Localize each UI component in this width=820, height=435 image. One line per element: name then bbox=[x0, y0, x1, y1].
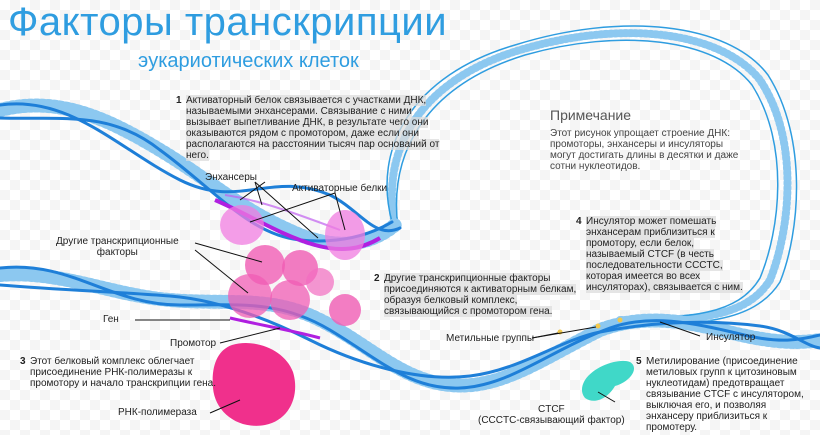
step-5: 5 Метилирование (присоединение метиловых… bbox=[636, 356, 814, 433]
page-subtitle: эукариотических клеток bbox=[138, 50, 359, 72]
step-number: 4 bbox=[576, 216, 582, 227]
label-rna-polymerase: РНК-полимераза bbox=[118, 407, 197, 418]
label-ctcf: CTCF (CCCTC-связывающий фактор) bbox=[478, 404, 625, 426]
step-number: 5 bbox=[636, 356, 642, 367]
label-promoter: Промотор bbox=[170, 338, 217, 349]
step-text: Другие транскрипционные факторы присоеди… bbox=[384, 273, 577, 317]
step-2: 2 Другие транскрипционные факторы присое… bbox=[374, 273, 579, 317]
rna-polymerase bbox=[212, 343, 296, 426]
promoter-segment bbox=[229, 316, 321, 340]
step-text: Активаторный белок связывается с участка… bbox=[186, 95, 440, 161]
dna-loop bbox=[386, 25, 798, 325]
label-gene: Ген bbox=[103, 314, 119, 325]
leader-lines bbox=[135, 181, 701, 414]
step-number: 2 bbox=[374, 273, 380, 284]
label-insulator: Инсулятор bbox=[706, 332, 756, 343]
label-enhancers: Энхансеры bbox=[205, 172, 257, 183]
step-3: 3 Этот белковый комплекс облегчает присо… bbox=[20, 356, 220, 389]
step-text: Этот белковый комплекс облегчает присоед… bbox=[30, 356, 216, 389]
gene-strand bbox=[0, 265, 820, 393]
activator-proteins bbox=[220, 205, 365, 260]
label-activators: Активаторные белки bbox=[292, 183, 388, 194]
step-number: 1 bbox=[176, 95, 182, 106]
step-text: Метилирование (присоединение метиловых г… bbox=[646, 356, 804, 433]
note-text: Этот рисунок упрощает строение ДНК: пром… bbox=[550, 128, 739, 172]
ctcf-protein bbox=[581, 360, 635, 401]
note-title: Примечание bbox=[550, 107, 632, 123]
step-4: 4 Инсулятор может помешать энхансерам пр… bbox=[576, 216, 746, 293]
label-methyl-groups: Метильные группы bbox=[446, 333, 535, 344]
label-other-tf: Другие транскрипционные факторы bbox=[56, 236, 179, 258]
transcription-factor-complex bbox=[228, 245, 361, 326]
step-1: 1 Активаторный белок связывается с участ… bbox=[176, 95, 456, 161]
step-number: 3 bbox=[20, 356, 26, 367]
methyl-groups bbox=[557, 317, 623, 335]
page-title: Факторы транскрипции bbox=[8, 0, 448, 44]
step-text: Инсулятор может помешать энхансерам приб… bbox=[586, 216, 743, 293]
